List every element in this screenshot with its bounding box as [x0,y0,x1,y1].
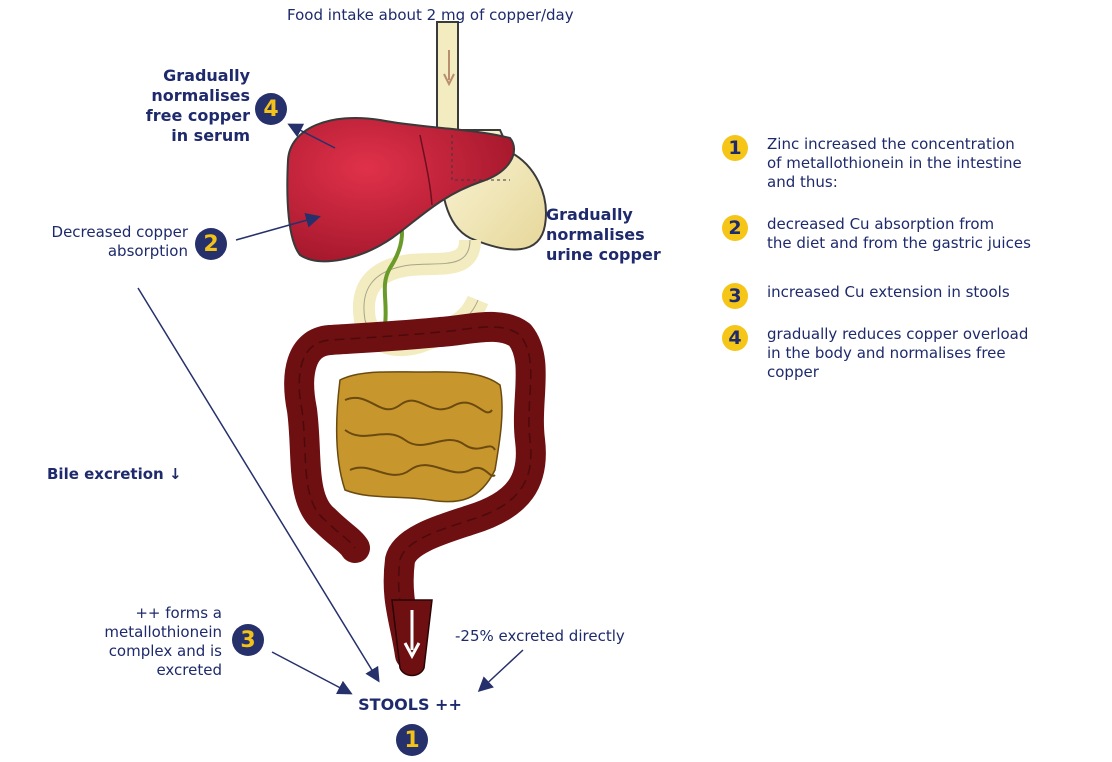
badge-2: 2 [195,228,227,260]
arrow-metallothionein-to-stools [272,652,350,693]
legend-badge-1: 1 [722,135,748,161]
legend-text-4: gradually reduces copper overload in the… [767,325,1112,382]
metallothionein-label: ++ forms a metallothionein complex and i… [90,604,222,680]
stools-label: STOOLS ++ [340,695,480,715]
arrow-direct-to-stools [480,650,523,690]
excreted-directly-label: -25% excreted directly [455,627,625,646]
legend-text-3: increased Cu extension in stools [767,283,1112,302]
free-copper-label: Gradually normalises free copper in seru… [120,66,250,146]
badge-3: 3 [232,624,264,656]
legend-badge-2: 2 [722,215,748,241]
legend-badge-3: 3 [722,283,748,309]
urine-copper-label: Gradually normalises urine copper [546,205,706,265]
badge-4: 4 [255,93,287,125]
bile-excretion-label: Bile excretion ↓ [47,464,182,484]
legend-badge-4: 4 [722,325,748,351]
badge-1: 1 [396,724,428,756]
legend-text-2: decreased Cu absorption from the diet an… [767,215,1112,253]
legend-text-1: Zinc increased the concentration of meta… [767,135,1112,192]
decreased-absorption-label: Decreased copper absorption [10,223,188,261]
food-intake-caption: Food intake about 2 mg of copper/day [287,6,647,25]
